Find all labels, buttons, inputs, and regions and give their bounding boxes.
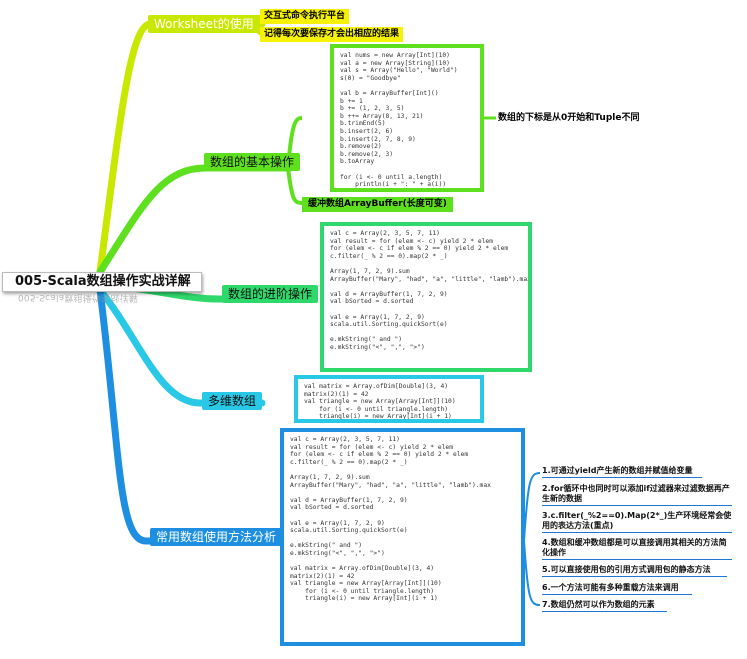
link-worksheet [96,20,266,276]
link-multidim [96,286,266,407]
tip-6[interactable]: 6.一个方法可能有多种重载方法来调用 [542,583,692,595]
topic-worksheet[interactable]: Worksheet的使用 [148,15,260,33]
root-topic[interactable]: 005-Scala数组操作实战详解 [2,272,202,292]
tip-4[interactable]: 4.数组和缓冲数组都是可以直接调用其相关的方法简化操作 [542,538,732,560]
link-basic [96,164,294,276]
code-basic[interactable]: val nums = new Array[Int](10) val a = ne… [330,44,484,192]
tip-3[interactable]: 3.c.filter(_%2==0).Map(2*_)生产环境经常会使用的表达方… [542,511,732,533]
code-common[interactable]: val c = Array(2, 3, 5, 7, 11) val result… [280,428,525,646]
note-save-reminder[interactable]: 记得每次要保存才会出相应的结果 [260,27,404,42]
topic-advanced[interactable]: 数组的进阶操作 [222,285,319,303]
link-common [96,286,279,545]
topic-common[interactable]: 常用数组使用方法分析 [150,528,283,546]
code-multidim[interactable]: val matrix = Array.ofDim[Double](3, 4) m… [294,375,484,423]
topic-basic[interactable]: 数组的基本操作 [204,153,301,171]
tip-5[interactable]: 5.可以直接使用包的引用方式调用包的静态方法 [542,565,727,577]
note-index-zero[interactable]: 数组的下标是从0开始和Tuple不同 [498,112,640,125]
tip-2[interactable]: 2.for循环中也同时可以添加if过滤器来过滤数据再产生新的数据 [542,484,732,506]
topic-multidim[interactable]: 多维数组 [202,392,263,410]
code-advanced[interactable]: val c = Array(2, 3, 5, 7, 11) val result… [320,222,532,372]
tip-1[interactable]: 1.可通过yield产生新的数组并赋值给变量 [542,466,702,478]
note-arraybuffer[interactable]: 缓冲数组ArrayBuffer(长度可变) [302,197,453,212]
note-interactive-platform[interactable]: 交互式命令执行平台 [260,9,350,24]
root-reflection: 005-Scala数组操作实战详解 [18,292,139,302]
tip-7[interactable]: 7.数组仍然可以作为数组的元素 [542,600,667,612]
